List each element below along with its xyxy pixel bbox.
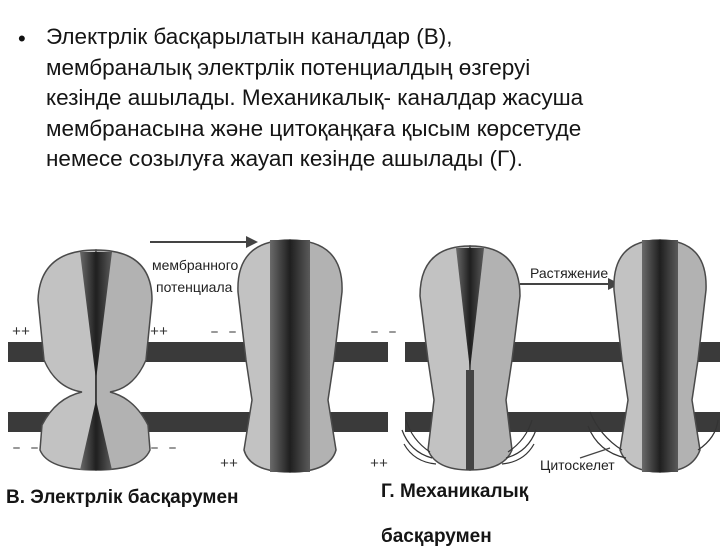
channel-closed-mechanical <box>401 245 537 471</box>
charge-plus-4: ++ <box>370 456 388 473</box>
bullet-paragraph: • Электрлік басқарылатын каналдар (В), м… <box>18 22 718 175</box>
potential-arrow <box>150 236 258 248</box>
channel-closed-electrical <box>37 249 153 471</box>
channel-open-electrical <box>237 239 343 473</box>
charge-minus-2: – – <box>150 440 177 457</box>
bullet-mark: • <box>18 26 26 51</box>
charge-minus-3: – – <box>210 324 237 341</box>
charge-minus-1: – – <box>12 440 39 457</box>
label-cytoskeleton: Цитоскелет <box>540 457 615 473</box>
label-stretch: Растяжение <box>530 265 608 281</box>
channel-open-mechanical <box>587 239 719 473</box>
charge-plus-2: ++ <box>150 324 168 341</box>
charge-plus-1: ++ <box>12 324 30 341</box>
channel-diagram: мембранного потенциала ++ ++ – – – – – –… <box>8 236 720 473</box>
caption-mechanical-2: басқарумен <box>381 526 492 547</box>
caption-electrical: В. Электрлік басқарумен <box>6 487 239 508</box>
charge-minus-4: – – <box>370 324 397 341</box>
label-potential-2: потенциала <box>156 279 233 295</box>
caption-mechanical-1: Г. Механикалық <box>381 481 529 502</box>
label-potential-1: мембранного <box>152 257 239 273</box>
bullet-text: Электрлік басқарылатын каналдар (В), мем… <box>46 24 584 171</box>
charge-plus-3: ++ <box>220 456 238 473</box>
channel-figure: мембранного потенциала ++ ++ – – – – – –… <box>0 228 720 478</box>
